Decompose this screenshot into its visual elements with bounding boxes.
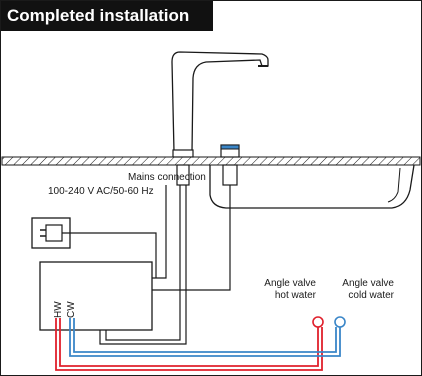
power-to-box <box>152 185 167 279</box>
mains-label-line2: 100-240 V AC/50-60 Hz <box>48 186 154 197</box>
mains-label: Mains connection <box>128 172 206 184</box>
basin-inner <box>387 167 401 203</box>
hot-water-pipe <box>59 318 319 367</box>
angle-valve-cold-label-line2: cold water <box>348 290 394 301</box>
angle-valve-hot-label-line2: hot water <box>274 290 316 301</box>
plug-body <box>45 224 63 242</box>
cw-label: CW <box>66 301 77 318</box>
mains-spec: 100-240 V AC/50-60 Hz <box>48 186 154 198</box>
hw-label: HW <box>53 301 64 318</box>
basin <box>209 164 415 209</box>
countertop <box>1 156 421 166</box>
angle-valve-hot-label-line1: Angle valve <box>264 278 316 289</box>
sensor-mount <box>222 164 238 186</box>
angle-valve-cold-label-line1: Angle valve <box>342 278 394 289</box>
plug-cable <box>62 232 157 278</box>
angle-valve-hot-label: Angle valve hot water <box>256 278 316 302</box>
angle-valve-cold-label: Angle valve cold water <box>334 278 394 302</box>
angle-valve-hot <box>312 316 324 328</box>
cold-water-pipe <box>73 318 337 353</box>
sensor-cap <box>220 144 240 150</box>
diagram-title: Completed installation <box>1 1 213 31</box>
faucet-mount <box>176 164 190 186</box>
faucet-base <box>172 149 194 158</box>
control-box <box>39 261 153 331</box>
angle-valve-cold <box>334 316 346 328</box>
mains-label-line1: Mains connection <box>128 172 206 183</box>
sensor-cable <box>152 185 231 291</box>
faucet-body <box>171 51 269 153</box>
